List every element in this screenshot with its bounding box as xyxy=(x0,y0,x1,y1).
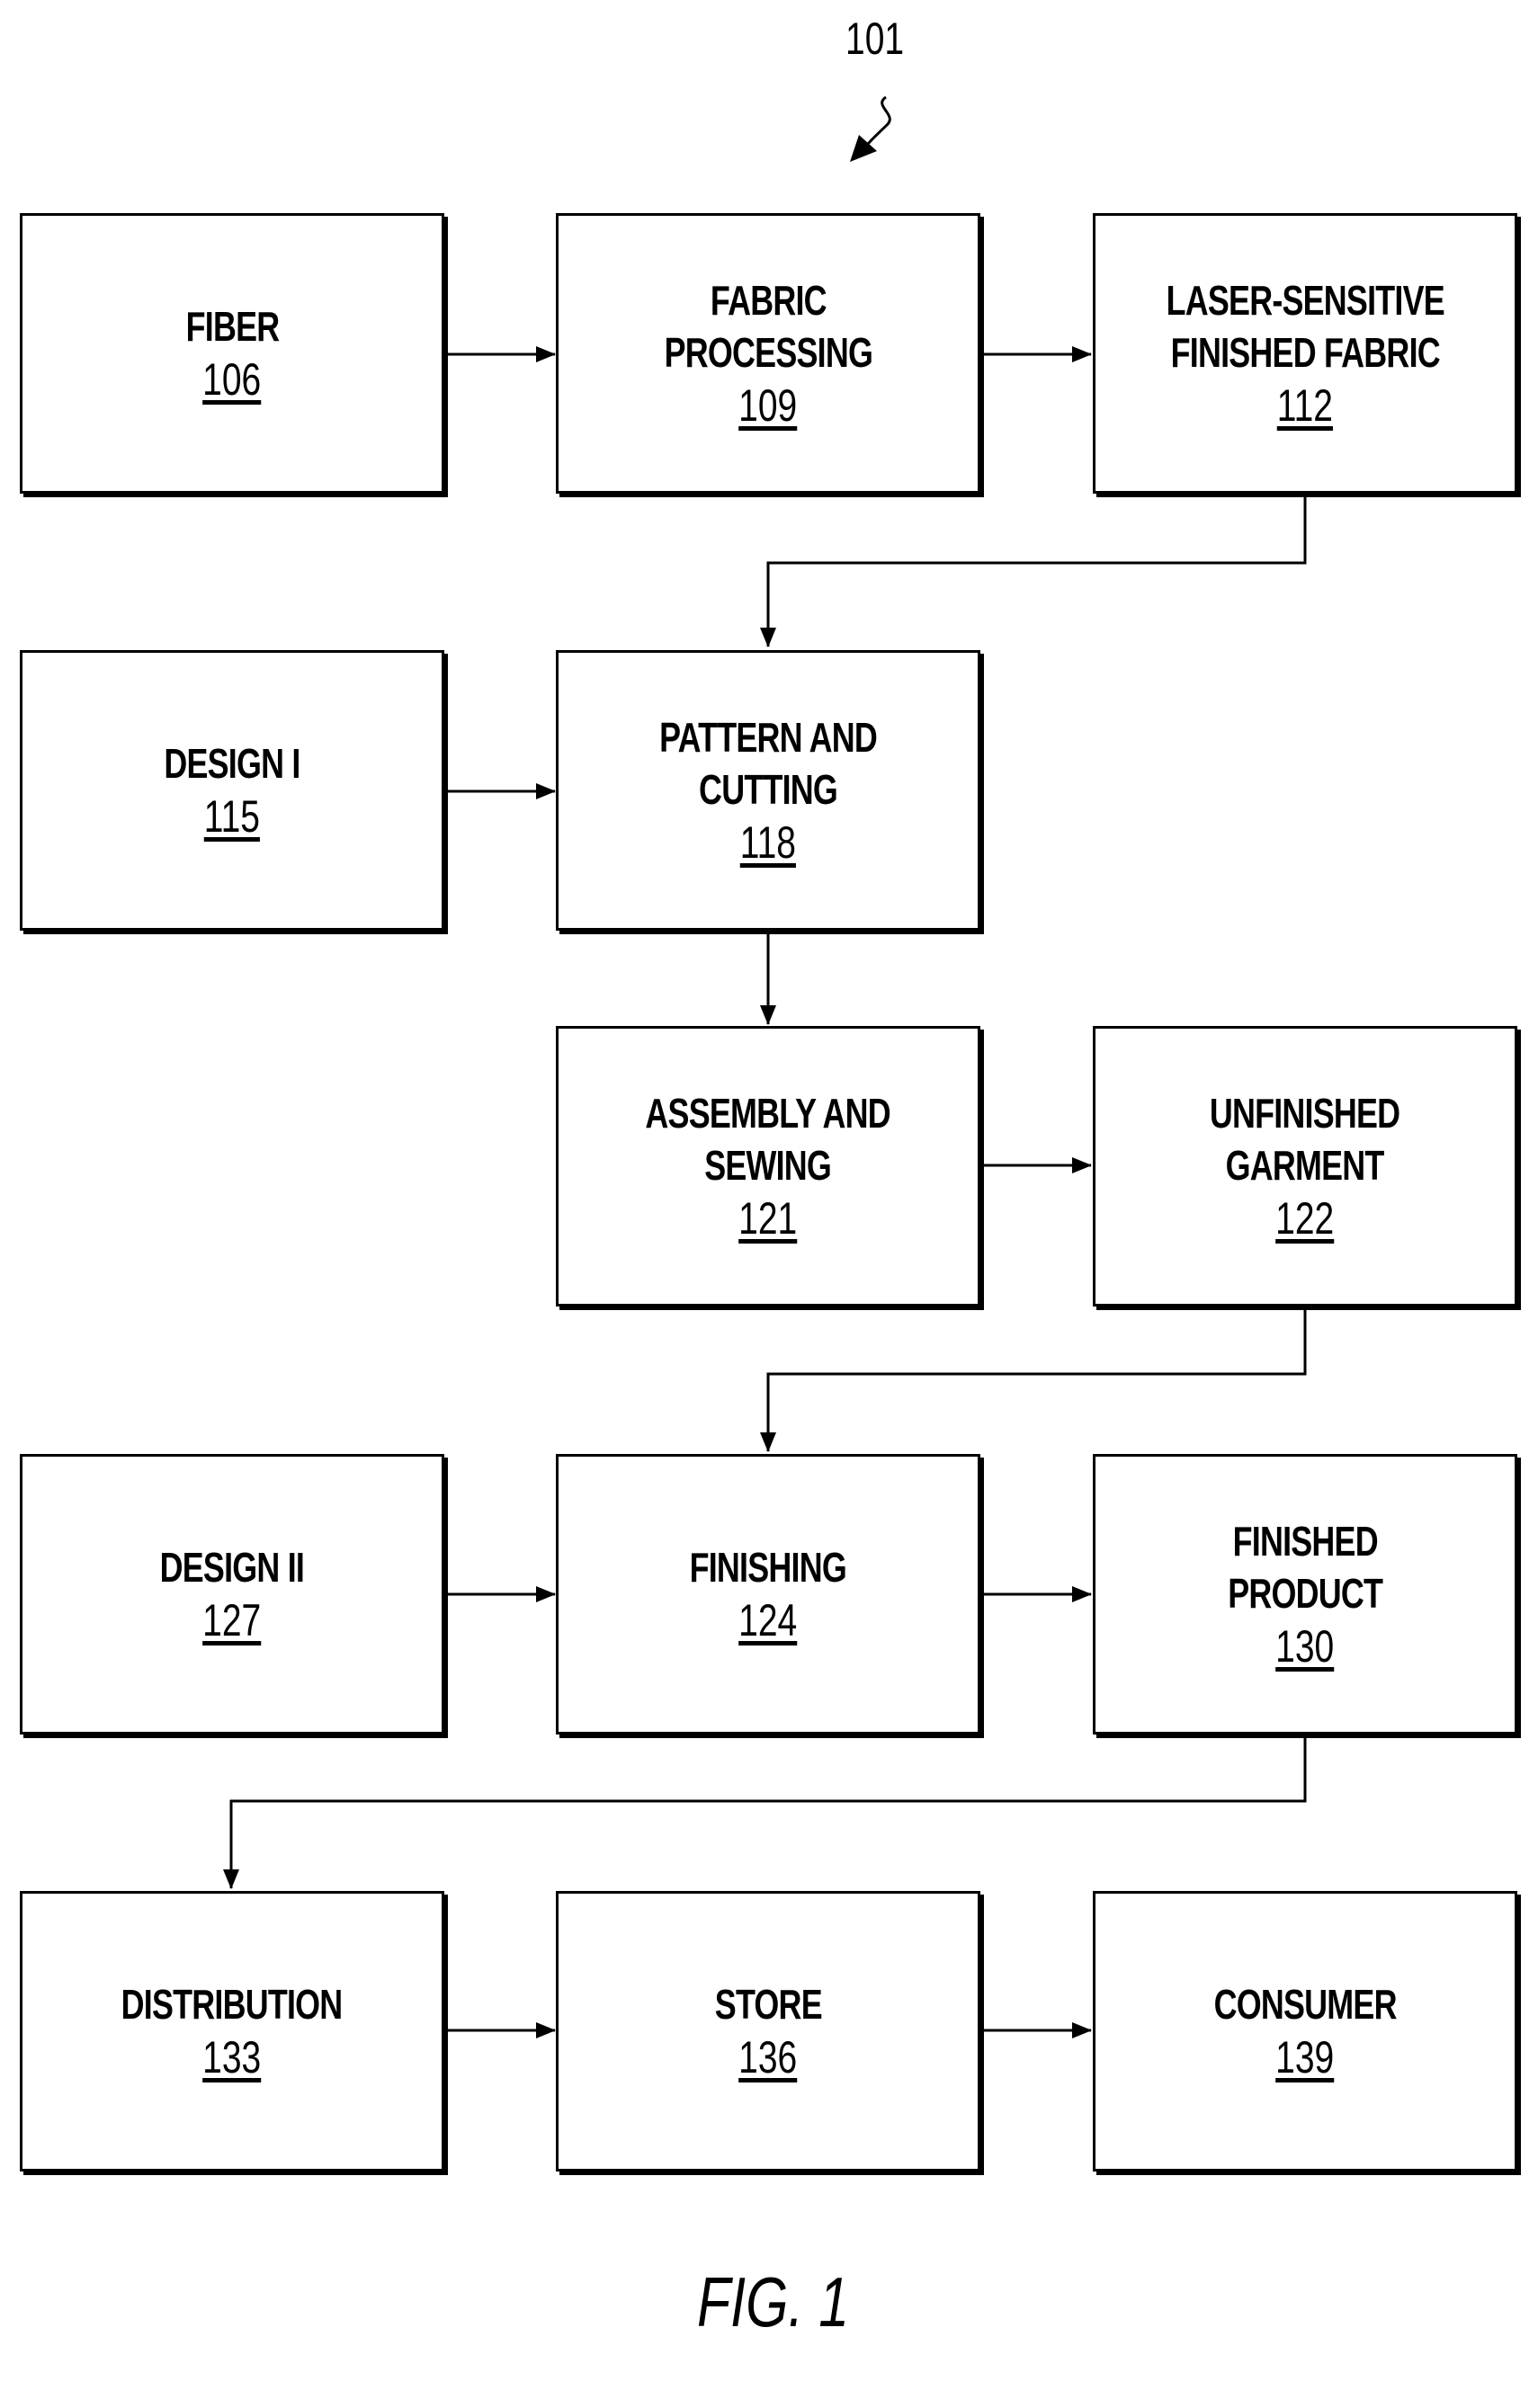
box-label: FABRICPROCESSING xyxy=(664,274,872,379)
box-finished-product: FINISHEDPRODUCT 130 xyxy=(1093,1454,1517,1735)
box-label: PATTERN ANDCUTTING xyxy=(659,711,877,816)
box-label: ASSEMBLY ANDSEWING xyxy=(646,1087,890,1191)
box-label: FINISHEDPRODUCT xyxy=(1228,1515,1382,1619)
box-reference-number: 115 xyxy=(204,789,260,843)
box-label: FINISHING xyxy=(690,1541,846,1593)
box-label: STORE xyxy=(714,1978,821,2030)
box-reference-number: 130 xyxy=(1275,1619,1334,1673)
box-reference-number: 122 xyxy=(1275,1191,1334,1245)
arrow-unfinished-garment-to-finishing xyxy=(768,1307,1305,1451)
box-store: STORE 136 xyxy=(556,1891,980,2172)
box-label: LASER-SENSITIVEFINISHED FABRIC xyxy=(1166,274,1444,379)
box-pattern-and-cutting: PATTERN ANDCUTTING 118 xyxy=(556,650,980,931)
box-consumer: CONSUMER 139 xyxy=(1093,1891,1517,2172)
arrow-finished-product-to-distribution xyxy=(231,1735,1305,1888)
arrow-laser-fabric-to-pattern-cutting xyxy=(768,495,1305,647)
box-assembly-and-sewing: ASSEMBLY ANDSEWING 121 xyxy=(556,1026,980,1307)
box-reference-number: 127 xyxy=(202,1593,261,1647)
box-label: DESIGN II xyxy=(160,1541,304,1593)
box-unfinished-garment: UNFINISHEDGARMENT 122 xyxy=(1093,1026,1517,1307)
box-fiber: FIBER 106 xyxy=(20,213,444,494)
box-label: FIBER xyxy=(185,300,279,352)
box-distribution: DISTRIBUTION 133 xyxy=(20,1891,444,2172)
box-label: DISTRIBUTION xyxy=(121,1978,343,2030)
box-reference-number: 136 xyxy=(738,2030,797,2084)
box-reference-number: 109 xyxy=(738,379,797,433)
box-design-1: DESIGN I 115 xyxy=(20,650,444,931)
box-laser-sensitive-finished-fabric: LASER-SENSITIVEFINISHED FABRIC 112 xyxy=(1093,213,1517,494)
figure-caption: FIG. 1 xyxy=(697,2261,849,2343)
box-label: UNFINISHEDGARMENT xyxy=(1210,1087,1399,1191)
box-reference-number: 139 xyxy=(1275,2030,1334,2084)
box-reference-number: 118 xyxy=(740,816,796,870)
box-reference-number: 133 xyxy=(202,2030,261,2084)
box-label: DESIGN I xyxy=(164,737,300,789)
box-reference-number: 112 xyxy=(1277,379,1333,433)
box-fabric-processing: FABRICPROCESSING 109 xyxy=(556,213,980,494)
box-reference-number: 121 xyxy=(738,1191,797,1245)
box-reference-number: 106 xyxy=(202,352,261,406)
box-design-2: DESIGN II 127 xyxy=(20,1454,444,1735)
box-reference-number: 124 xyxy=(738,1593,797,1647)
box-finishing: FINISHING 124 xyxy=(556,1454,980,1735)
box-label: CONSUMER xyxy=(1213,1978,1396,2030)
